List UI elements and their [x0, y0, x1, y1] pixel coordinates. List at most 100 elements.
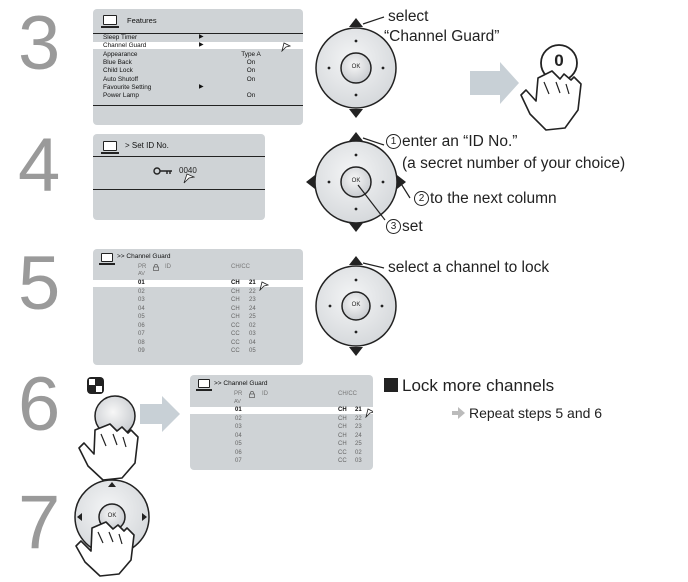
channel-row[interactable]: 05 CH 25 — [93, 314, 303, 321]
channel-type: CH — [231, 297, 240, 303]
number-0-label: 0 — [554, 51, 564, 70]
id-number-field[interactable]: 0040 — [179, 166, 197, 175]
channel-row[interactable]: 07 CC 03 — [190, 458, 373, 465]
instruction-select-channel: select a channel to lock — [388, 259, 550, 276]
step-number-4: 4 — [18, 123, 61, 208]
channel-number: 24 — [355, 432, 362, 439]
divider — [93, 105, 303, 106]
tv-icon — [101, 141, 119, 154]
menu-item-label: Channel Guard — [103, 42, 147, 50]
channel-type: CC — [338, 458, 347, 464]
channel-type: CH — [338, 432, 347, 439]
channel-number: 25 — [355, 441, 362, 447]
channel-pr: 05 — [235, 441, 242, 447]
channel-number: 02 — [355, 449, 362, 456]
channel-pr: 02 — [235, 415, 242, 422]
channel-type: CH — [231, 305, 240, 312]
small-arrow-icon — [452, 407, 465, 419]
menu-item-label: Auto Shutoff — [103, 75, 139, 83]
channel-type: CH — [338, 407, 347, 413]
divider — [93, 189, 265, 190]
channel-number: 04 — [249, 339, 256, 346]
lock-icon — [249, 391, 255, 398]
channel-row[interactable]: 04 CH 24 — [93, 306, 303, 313]
channel-number: 21 — [355, 407, 362, 413]
channel-pr: 03 — [138, 297, 145, 303]
arrow-icon — [470, 62, 519, 104]
channel-number: 03 — [355, 458, 362, 464]
tv-icon — [99, 253, 115, 265]
step-marker-1: 1 — [386, 134, 401, 150]
channel-number: 23 — [249, 297, 256, 303]
menu-item[interactable]: Channel Guard ▶ — [93, 42, 303, 53]
cursor-icon — [281, 42, 291, 53]
menu-item-value: On — [246, 58, 256, 66]
ok-button[interactable]: OK — [351, 64, 361, 70]
step-number-5: 5 — [18, 241, 61, 326]
channel-pr: 08 — [138, 339, 145, 346]
channel-pr: 01 — [235, 407, 242, 413]
menu-item-value: Type A — [241, 50, 261, 58]
menu-item-label: Child Lock — [103, 67, 133, 75]
channel-number: 25 — [249, 314, 256, 320]
hand-icon — [520, 70, 582, 131]
menu-title: >> Channel Guard — [214, 380, 268, 387]
menu-title: >> Channel Guard — [117, 253, 171, 260]
hand-icon — [75, 521, 135, 577]
channel-number: 02 — [249, 322, 256, 329]
channel-type: CH — [338, 424, 347, 430]
step-number-7: 7 — [18, 480, 61, 565]
channel-type: CH — [338, 441, 347, 447]
channel-number: 21 — [249, 280, 256, 286]
channel-type: CC — [338, 449, 347, 456]
step-number-3: 3 — [18, 1, 61, 86]
ok-button[interactable]: OK — [351, 302, 361, 308]
menu-item[interactable]: Sleep Timer▶ — [93, 34, 303, 41]
submenu-arrow-icon: ▶ — [199, 42, 204, 49]
cursor-icon — [183, 173, 195, 184]
ok-button[interactable]: OK — [351, 178, 361, 184]
col-pr: PR — [234, 391, 243, 397]
channel-type: CC — [231, 322, 240, 329]
channel-row[interactable]: 05 CH 25 — [190, 441, 373, 448]
menu-item-label: Sleep Timer — [103, 34, 138, 41]
channel-pr: 04 — [138, 305, 145, 312]
channel-pr: 05 — [138, 314, 145, 320]
channel-row[interactable]: 01 CH 21 — [190, 407, 373, 418]
cursor-icon — [259, 281, 269, 291]
channel-number: 24 — [249, 305, 256, 312]
cursor-icon — [365, 408, 373, 418]
key-icon — [153, 167, 172, 175]
channel-pr: 07 — [235, 458, 242, 464]
pointer-line — [362, 16, 385, 25]
channel-row[interactable]: 04 CH 24 — [190, 433, 373, 440]
instruction-secret-number: (a secret number of your choice) — [402, 155, 626, 172]
tv-icon — [101, 15, 119, 28]
menu-item[interactable]: Favourite Setting▶ — [93, 84, 303, 91]
channel-pr: 04 — [235, 432, 242, 439]
channel-type: CH — [231, 314, 240, 320]
channel-row[interactable]: 03 CH 23 — [93, 297, 303, 304]
ok-button[interactable]: OK — [107, 513, 117, 519]
channel-type: CC — [231, 331, 240, 337]
repeat-steps-text: Repeat steps 5 and 6 — [469, 405, 603, 421]
channel-number: 22 — [355, 415, 362, 422]
col-chcc: CH/CC — [338, 391, 357, 397]
